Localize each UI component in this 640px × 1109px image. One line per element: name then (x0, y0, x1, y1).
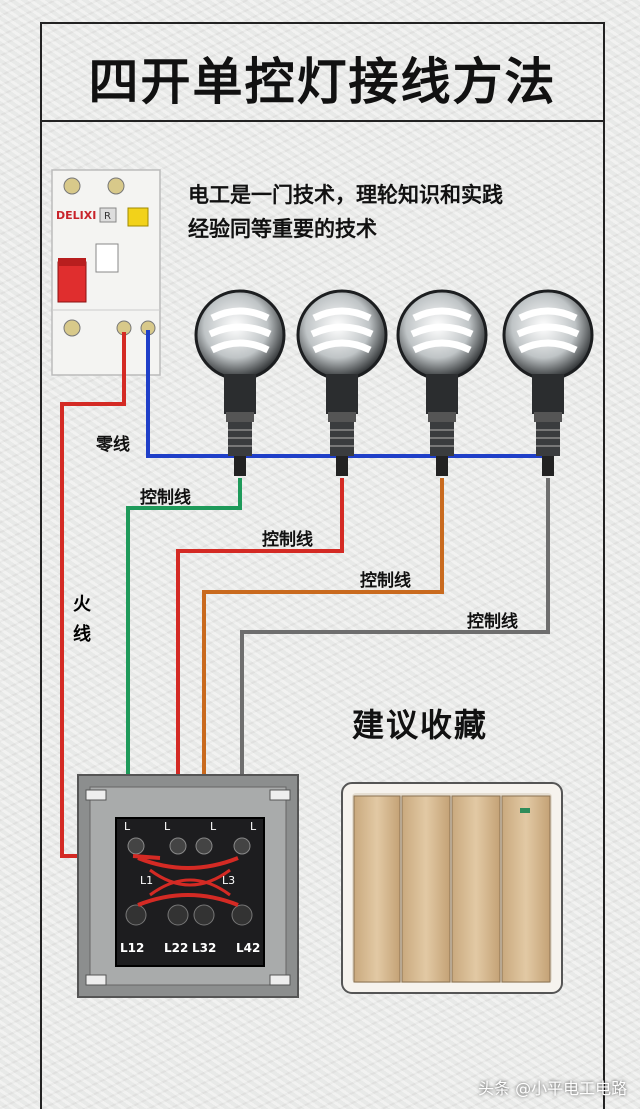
caption: 电工是一门技术，理轮知识和实践 经验同等重要的技术 (188, 178, 588, 246)
terminal-bottom-4: L42 (236, 941, 260, 955)
breaker-handle (57, 261, 87, 303)
bulb-icon (296, 289, 388, 381)
bulb-icon (194, 289, 286, 381)
test-button (127, 207, 149, 227)
switch-key-1 (353, 795, 401, 983)
terminal-top-1: L (124, 820, 131, 833)
switch-front-panel (341, 782, 563, 994)
circuit-breaker: DELIXI R (51, 169, 161, 376)
terminal-top-3: L (210, 820, 217, 833)
bulb-icon (396, 289, 488, 381)
terminal-top-2: L (164, 820, 171, 833)
switch-key-3 (451, 795, 501, 983)
control-wire-1-label: 控制线 (140, 488, 191, 508)
save-recommendation: 建议收藏 (352, 706, 489, 744)
frame-top-border (40, 22, 605, 24)
terminal-bottom-2: L22 (164, 941, 188, 955)
screw-icon (107, 177, 125, 195)
live-wire-label-char-2: 线 (73, 624, 91, 645)
switch-key-4 (501, 795, 551, 983)
switch-back-panel: L L L L L1 L3 L12 L22 L32 L42 (77, 774, 299, 998)
control-wire-2 (176, 478, 344, 832)
frame-right-border (603, 22, 605, 1109)
light-bulb-1 (194, 289, 286, 476)
terminal-bottom-3: L32 (192, 941, 216, 955)
live-wire-label: 火 线 (70, 590, 94, 650)
page-title: 四开单控灯接线方法 (88, 53, 557, 111)
bulb-icon (502, 289, 594, 381)
light-bulb-3 (396, 289, 488, 476)
caption-line-2: 经验同等重要的技术 (188, 217, 377, 241)
breaker-brand: DELIXI (56, 209, 96, 222)
watermark: 头条 @小平电工电路 (478, 1079, 628, 1098)
control-wire-2-label: 控制线 (262, 530, 313, 550)
switch-key-2 (401, 795, 451, 983)
control-wire-4 (240, 478, 550, 825)
terminal-mid-1: L1 (140, 874, 153, 887)
control-wire-3-label: 控制线 (360, 571, 411, 591)
terminal-mid-2: L3 (222, 874, 235, 887)
neutral-wire (146, 330, 548, 458)
breaker-reset-key: R (104, 211, 111, 222)
neutral-wire-label: 零线 (96, 435, 130, 455)
indicator-light (520, 808, 530, 813)
control-wire-3 (202, 478, 444, 832)
control-wire-4-label: 控制线 (467, 612, 518, 632)
frame-left-border (40, 22, 42, 1109)
terminal-bottom-1: L12 (120, 941, 144, 955)
title-box: 四开单控灯接线方法 (40, 22, 605, 122)
live-wire-label-char-1: 火 (73, 594, 91, 615)
caption-line-1: 电工是一门技术，理轮知识和实践 (188, 183, 503, 207)
screw-icon (63, 177, 81, 195)
light-bulb-4 (502, 289, 594, 476)
light-bulb-2 (296, 289, 388, 476)
terminal-top-4: L (250, 820, 257, 833)
screw-icon (63, 319, 81, 337)
control-wire-1 (126, 478, 242, 825)
